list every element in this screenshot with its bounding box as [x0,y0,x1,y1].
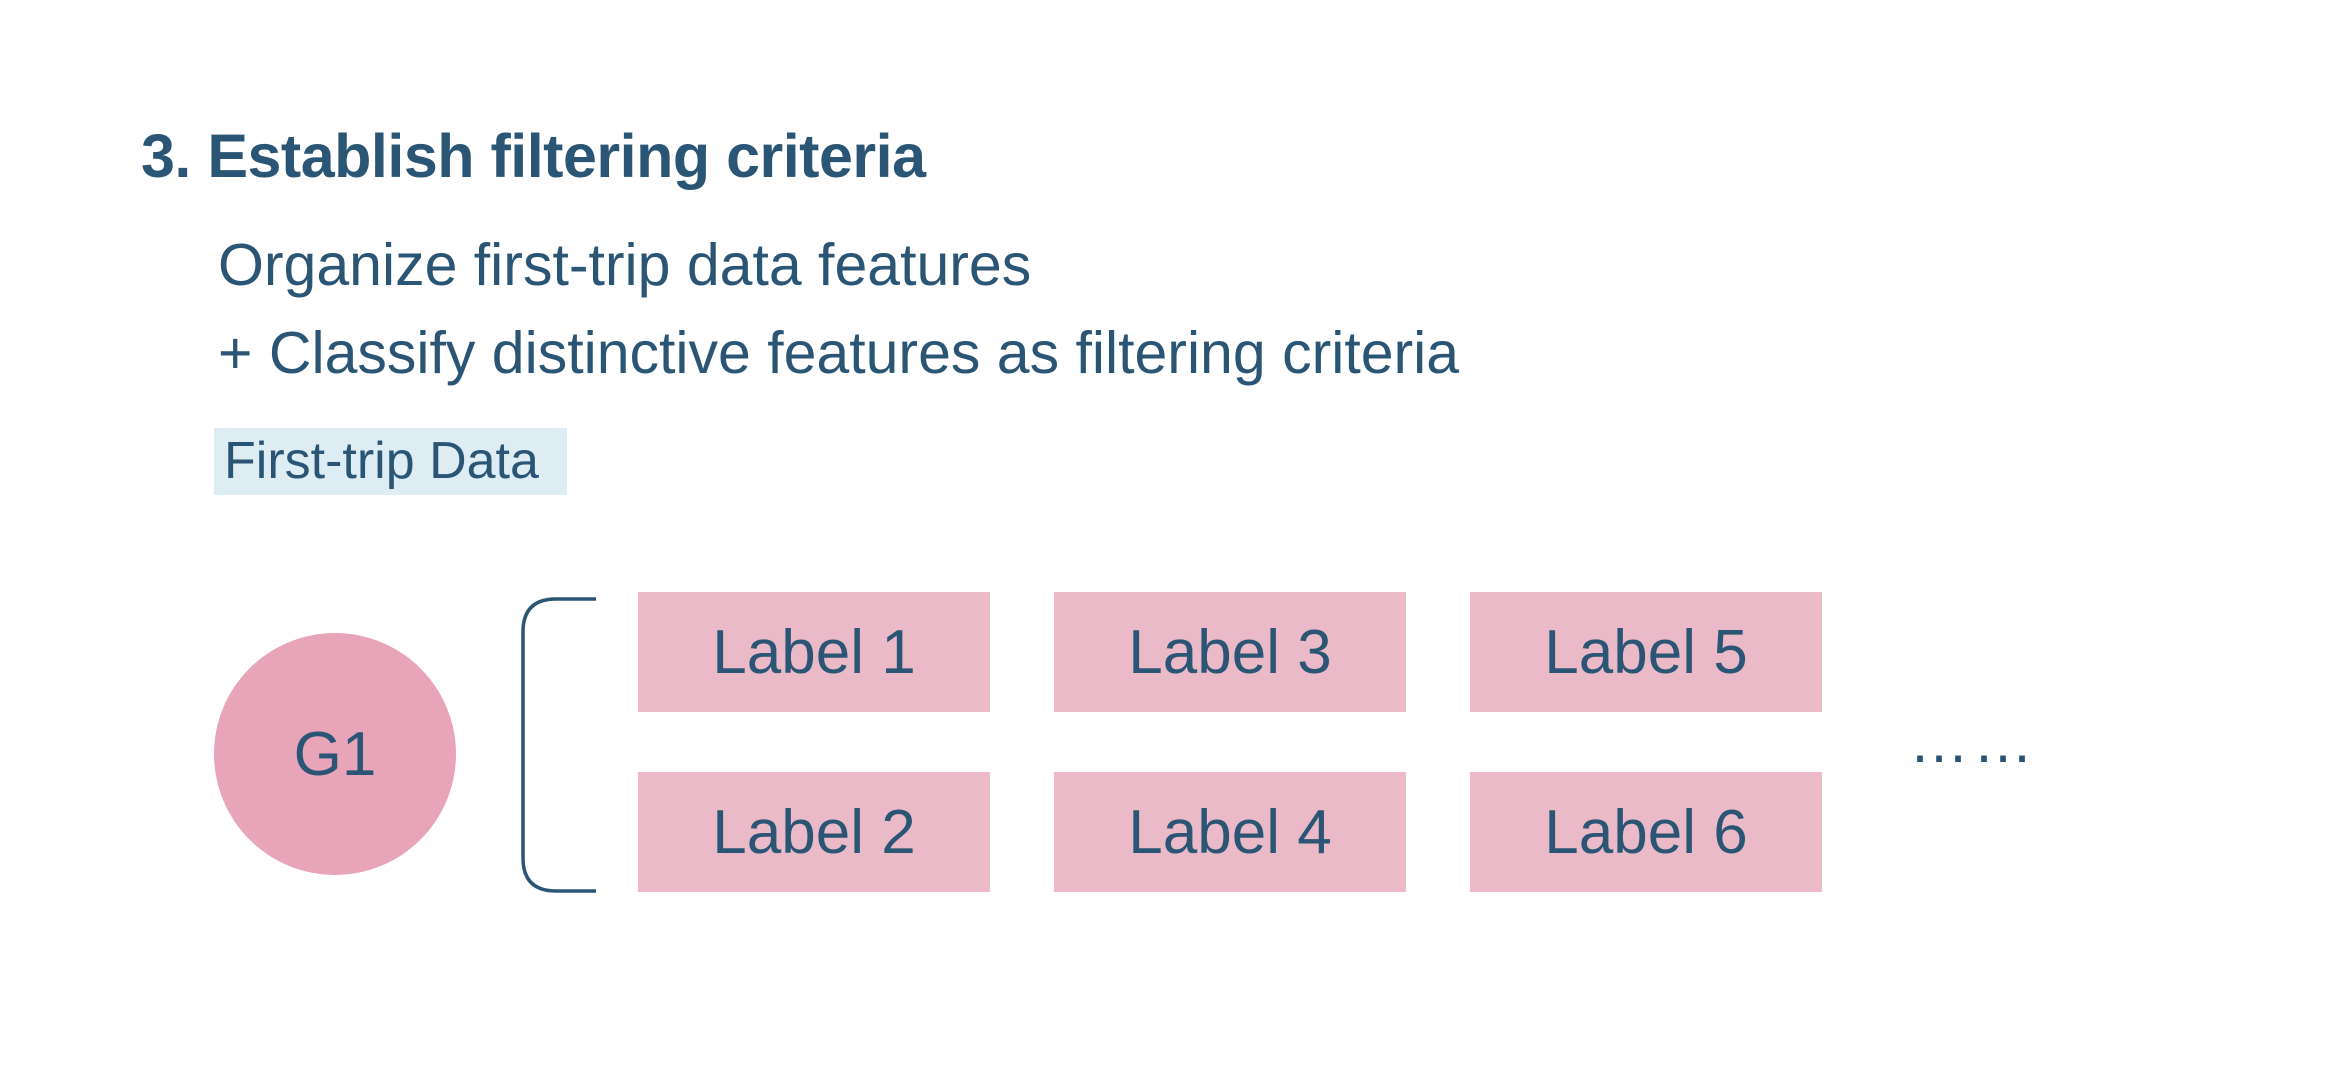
label-box-5: Label 5 [1470,592,1822,712]
group-node-g1: G1 [214,633,456,875]
label-box-text: Label 2 [712,797,916,867]
description-line-organize: Organize first-trip data features [218,232,1032,298]
label-box-3: Label 3 [1054,592,1406,712]
group-node-label: G1 [293,719,377,789]
label-box-1: Label 1 [638,592,990,712]
bracket-connector [521,597,596,893]
label-box-text: Label 1 [712,617,916,687]
label-box-4: Label 4 [1054,772,1406,892]
description-line-classify: + Classify distinctive features as filte… [218,320,1460,386]
more-labels-ellipsis: …… [1909,708,2037,775]
label-box-6: Label 6 [1470,772,1822,892]
label-box-text: Label 4 [1128,797,1332,867]
section-heading: 3. Establish filtering criteria [141,122,926,190]
label-box-2: Label 2 [638,772,990,892]
first-trip-data-tag: First-trip Data [214,428,567,495]
label-box-text: Label 6 [1544,797,1748,867]
label-box-text: Label 5 [1544,617,1748,687]
label-box-text: Label 3 [1128,617,1332,687]
